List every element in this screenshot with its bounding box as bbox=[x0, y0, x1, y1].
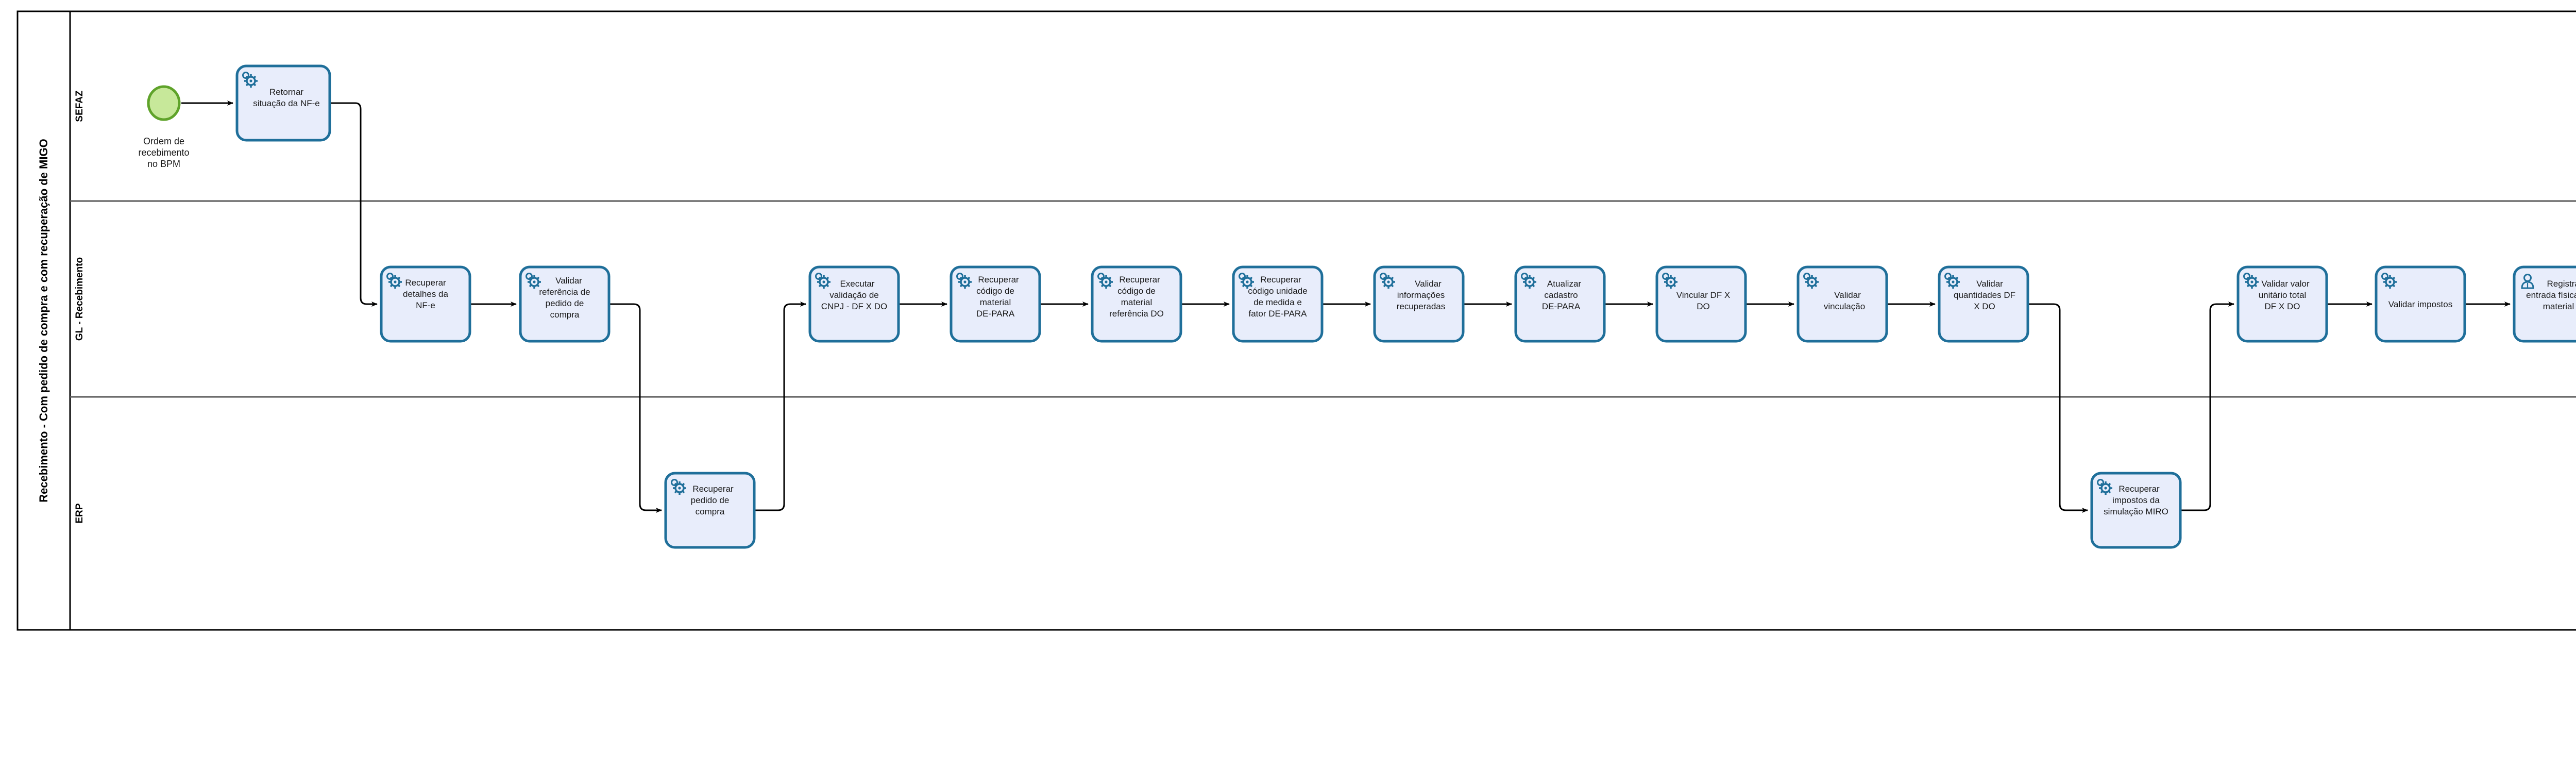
user-task-person-icon bbox=[2521, 274, 2534, 289]
lane-label-erp: ERP bbox=[74, 503, 85, 523]
service-task-gear-icon bbox=[1521, 273, 1536, 289]
service-task-gear-icon bbox=[1662, 273, 1677, 289]
service-task-gear-icon bbox=[2243, 273, 2259, 289]
service-task-gear-icon bbox=[1803, 273, 1819, 289]
lane-gl-recebimento: GL - Recebimento bbox=[70, 257, 2576, 398]
service-task-gear-icon bbox=[671, 479, 686, 495]
service-task-gear-icon bbox=[242, 72, 258, 88]
flow-t3-to-t4 bbox=[609, 303, 662, 513]
lane-erp: ERP bbox=[74, 503, 85, 523]
sequence-flows bbox=[181, 101, 2511, 513]
flow-t14-to-t15 bbox=[2180, 302, 2234, 511]
task-label: Registrarentrada física domaterial bbox=[2526, 279, 2576, 311]
lane-label-gl: GL - Recebimento bbox=[74, 257, 85, 341]
service-task-gear-icon bbox=[1944, 273, 1960, 289]
service-task-gear-icon bbox=[2097, 479, 2112, 495]
lane-sefaz: SEFAZ bbox=[70, 90, 2576, 202]
service-task-gear-icon bbox=[386, 273, 402, 289]
flow-t13-to-t14 bbox=[2028, 303, 2088, 513]
service-task-gear-icon bbox=[1239, 273, 1254, 289]
pool-title: Recebimento - Com pedido de compra e com… bbox=[37, 139, 50, 502]
service-task-gear-icon bbox=[1380, 273, 1395, 289]
task-label: Validar impostos bbox=[2388, 299, 2452, 309]
service-task-gear-icon bbox=[2381, 273, 2397, 289]
service-task-gear-icon bbox=[815, 273, 831, 289]
flow-t4-to-t5 bbox=[754, 302, 806, 511]
service-task-gear-icon bbox=[526, 273, 541, 289]
task-validar-impostos[interactable]: Validar impostos bbox=[2375, 265, 2466, 343]
service-task-gear-icon bbox=[1097, 273, 1113, 289]
service-task-gear-icon bbox=[956, 273, 972, 289]
lane-label-sefaz: SEFAZ bbox=[74, 90, 85, 122]
flow-t1-to-t2 bbox=[330, 102, 378, 307]
task-registrar-entrada-fisica-do-material[interactable]: Registrarentrada física domaterial bbox=[2513, 265, 2576, 343]
